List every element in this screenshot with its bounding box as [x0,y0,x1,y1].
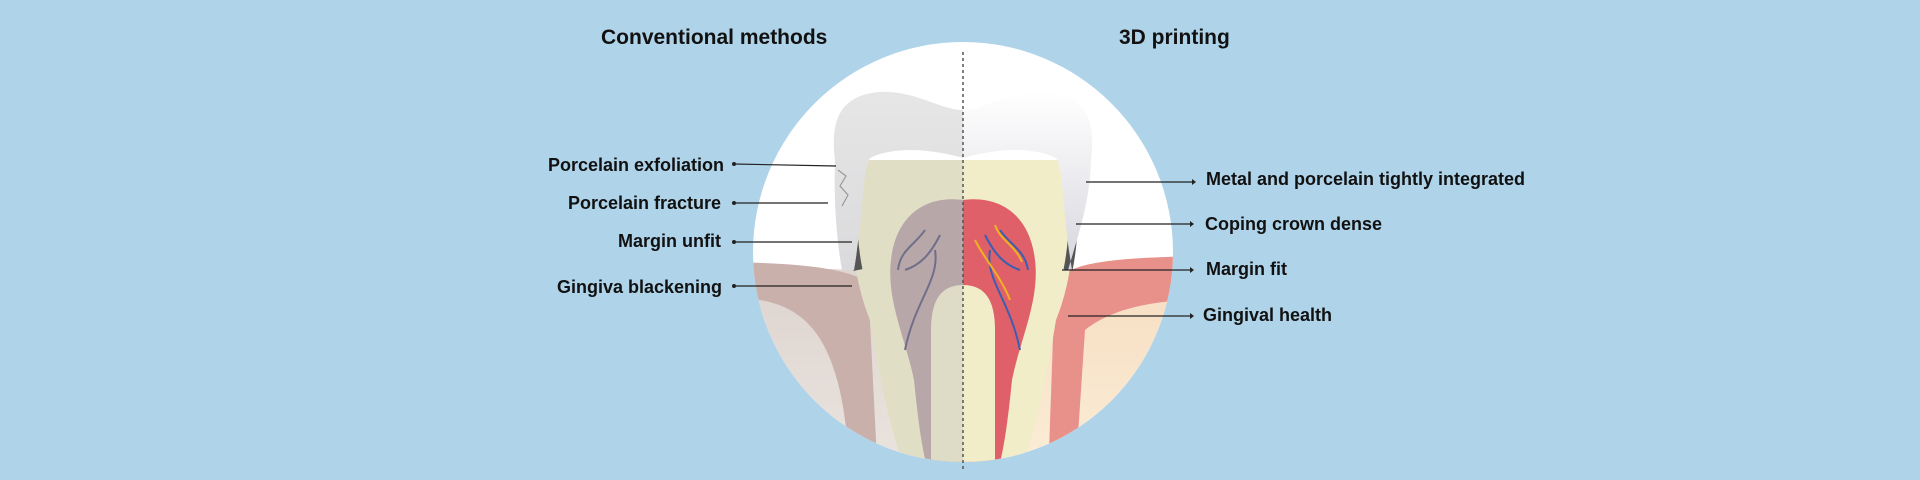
label-margin-fit: Margin fit [1206,259,1287,279]
heading-conventional-methods: Conventional methods [601,26,828,49]
leader-lines-right [1062,181,1192,317]
label-porcelain-fracture: Porcelain fracture [567,193,721,213]
label-porcelain-exfoliation: Porcelain exfoliation [547,155,724,175]
label-metal-porcelain-integrated: Metal and porcelain tightly integrated [1206,169,1526,189]
gum-left [753,262,878,462]
label-gingiva-blackening: Gingiva blackening [556,277,722,297]
leader-lines-left [733,163,852,287]
label-gingival-health: Gingival health [1203,305,1333,325]
label-margin-unfit: Margin unfit [618,231,721,251]
gum-right [1048,256,1173,462]
heading-3d-printing: 3D printing [1119,26,1230,49]
label-coping-crown-dense: Coping crown dense [1205,214,1383,234]
